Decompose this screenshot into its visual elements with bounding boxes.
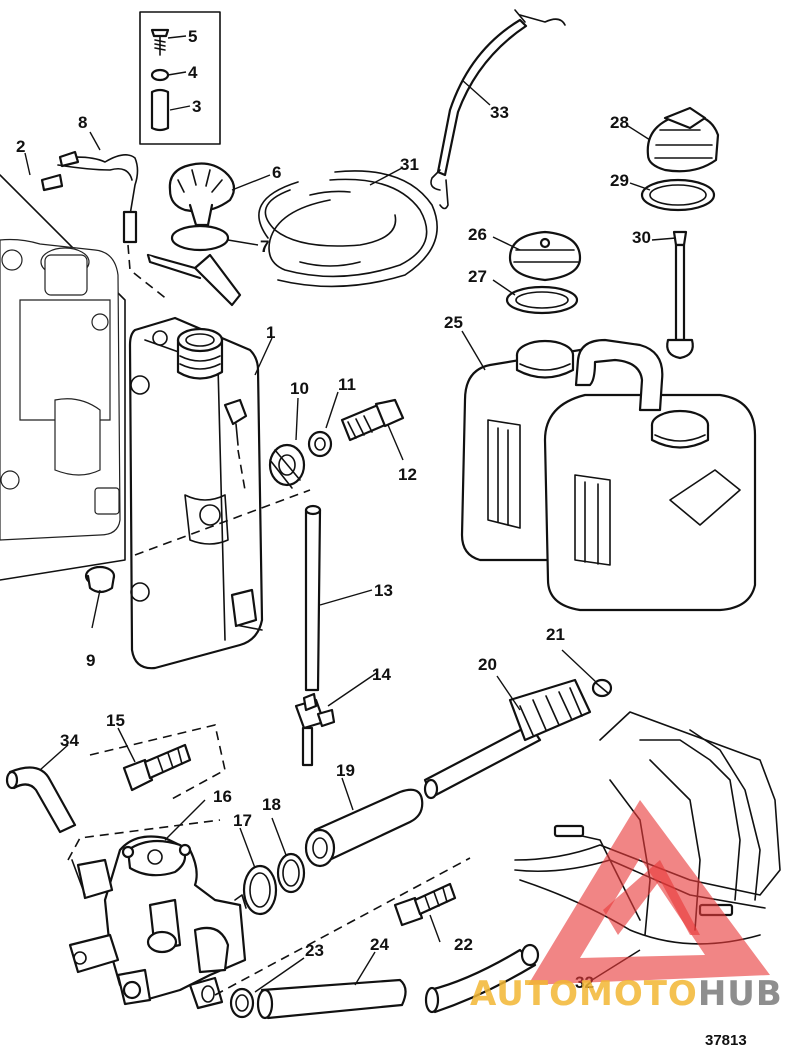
callout-26: 26	[468, 225, 487, 244]
callout-27: 27	[468, 267, 487, 286]
callout-1: 1	[266, 323, 275, 342]
callout-34: 34	[60, 731, 79, 750]
callout-labels: 1 2 3 4 5 6 7 8 9 10 11 12 13 14 15 16 1…	[16, 27, 651, 992]
remote-fuel-tank-25	[460, 338, 757, 612]
grommet-9	[84, 565, 116, 594]
o-ring-17	[242, 864, 278, 916]
sensor-wire-8	[40, 150, 169, 301]
callout-12: 12	[398, 465, 417, 484]
grommet-10	[268, 443, 306, 489]
callout-20: 20	[478, 655, 497, 674]
callout-24: 24	[370, 935, 389, 954]
oil-tank-1	[128, 316, 264, 670]
screw-5	[150, 28, 170, 56]
sleeve-19	[304, 788, 424, 868]
washer-4	[150, 68, 170, 82]
assembly-line-tank-block	[134, 489, 311, 556]
watermark-hub: HUB	[698, 974, 783, 1014]
figure-number: 37813	[705, 1032, 747, 1049]
callout-13: 13	[374, 581, 393, 600]
washer-11	[307, 430, 333, 458]
pickup-tube-13	[304, 504, 322, 692]
callout-22: 22	[454, 935, 473, 954]
callout-28: 28	[610, 113, 629, 132]
callout-29: 29	[610, 171, 629, 190]
bolt-22	[393, 882, 457, 927]
engine-block-outline	[0, 174, 126, 581]
hose-34	[5, 766, 77, 834]
callout-15: 15	[106, 711, 125, 730]
svg-text:AUTOMOTOHUB: AUTOMOTOHUB	[470, 974, 783, 1014]
callout-3: 3	[192, 97, 201, 116]
callout-8: 8	[78, 113, 87, 132]
callout-30: 30	[632, 228, 651, 247]
callout-16: 16	[213, 787, 232, 806]
callout-21: 21	[546, 625, 565, 644]
callout-25: 25	[444, 313, 463, 332]
clip-21	[591, 678, 613, 698]
callout-19: 19	[336, 761, 355, 780]
watermark-auto: AUTO	[470, 974, 579, 1014]
hook-strap-33	[430, 9, 566, 210]
callout-5: 5	[188, 27, 197, 46]
watermark-moto: MOTO	[579, 974, 698, 1014]
pickup-tube-30	[666, 230, 694, 360]
callout-10: 10	[290, 379, 309, 398]
remote-tank-cap-28	[646, 106, 720, 173]
callout-14: 14	[372, 665, 391, 684]
hose-coil-31	[258, 170, 438, 288]
hose-24	[256, 943, 540, 1020]
callout-9: 9	[86, 651, 95, 670]
bolt-12	[340, 398, 405, 442]
callout-33: 33	[490, 103, 509, 122]
fitting-14	[294, 692, 336, 767]
hose-clamp-23	[229, 987, 255, 1019]
callout-6: 6	[272, 163, 281, 182]
leader-lines	[24, 79, 677, 993]
callout-23: 23	[305, 941, 324, 960]
bracket-7	[146, 224, 242, 307]
watermark-triangle-logo	[528, 800, 770, 985]
automotohub-watermark: AUTOMOTOHUB	[470, 800, 783, 1014]
callout-2: 2	[16, 137, 25, 156]
bolt-15	[122, 743, 192, 792]
o-ring-18	[276, 852, 306, 894]
oil-pump-16	[68, 835, 247, 1010]
callout-4: 4	[188, 63, 198, 82]
pump-shaft-20	[423, 678, 592, 800]
sleeve-3	[150, 88, 170, 132]
oil-tank-cap-6	[168, 162, 236, 227]
callout-11: 11	[338, 375, 356, 394]
callout-18: 18	[262, 795, 281, 814]
cap-gasket-27	[505, 285, 579, 315]
callout-17: 17	[233, 811, 252, 830]
fastener-inset-box	[139, 11, 221, 145]
tank-cap-26	[508, 230, 582, 282]
callout-7: 7	[260, 237, 269, 256]
callout-31: 31	[400, 155, 419, 174]
